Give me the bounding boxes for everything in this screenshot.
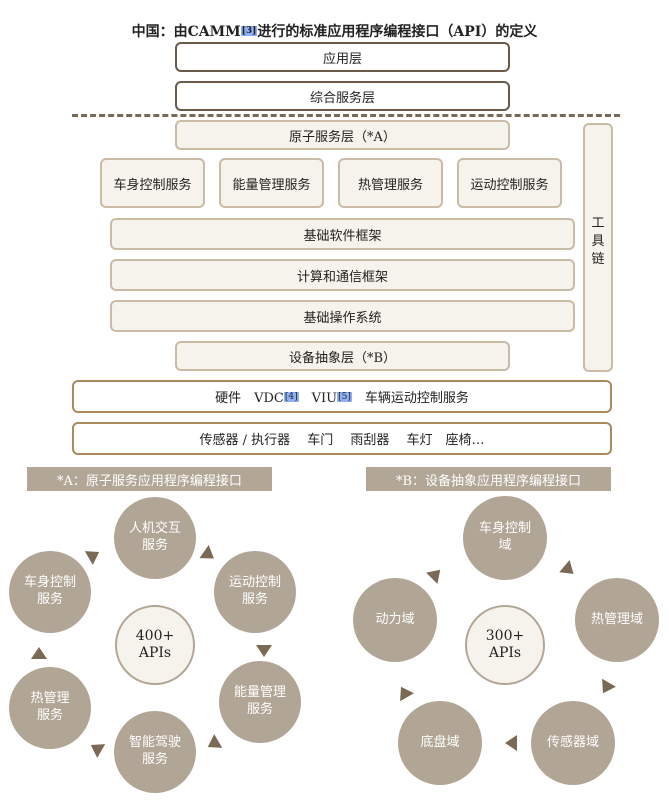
arrow-icon [199, 545, 219, 565]
service-energy: 能量管理服务 [219, 158, 324, 208]
label-hal-api: *B：设备抽象应用程序编程接口 [366, 467, 611, 491]
arrow-icon [559, 560, 579, 580]
hal-api-circle: 传感器域 [531, 701, 615, 785]
hardware-layer: 硬件 VDC[4] VIU[5] 车辆运动控制服务 [72, 380, 612, 413]
sw-framework: 基础软件框架 [110, 218, 575, 250]
atomic-api-circle: 智能驾驶 服务 [114, 711, 196, 793]
atomic-api-circle: 车身控制 服务 [9, 551, 91, 633]
comm-framework: 计算和通信框架 [110, 259, 575, 291]
title-text: 中国：由CAMM [131, 24, 241, 40]
arrow-icon [256, 645, 272, 657]
arrow-icon [86, 738, 106, 758]
title-text-2: 进行的标准应用程序编程接口（API）的定义 [257, 24, 538, 40]
atomic-api-circle: 运动控制 服务 [214, 551, 296, 633]
ref-4[interactable]: [4] [283, 391, 299, 402]
base-os: 基础操作系统 [110, 300, 575, 332]
arrow-icon [426, 564, 446, 584]
arrow-icon [596, 678, 616, 698]
hal-api-circle: 车身控制 域 [463, 496, 547, 580]
hw-text-3: 车辆运动控制服务 [351, 391, 469, 406]
service-thermal: 热管理服务 [338, 158, 443, 208]
hw-text: 硬件 VDC [215, 391, 284, 406]
arrow-icon [203, 734, 223, 754]
atomic-api-circle: 热管理 服务 [9, 667, 91, 749]
atomic-api-circle: 人机交互 服务 [114, 497, 196, 579]
hal-api-count: 300+ APIs [465, 605, 545, 685]
hal-api-circle: 动力域 [353, 578, 437, 662]
divider [72, 114, 620, 117]
arrow-icon [31, 647, 47, 659]
hw-text-2: VIU [298, 391, 338, 406]
hal-api-circle: 底盘域 [398, 701, 482, 785]
device-layer: 传感器 / 执行器 车门 雨刮器 车灯 座椅… [72, 422, 612, 455]
atomic-service-layer: 原子服务层（*A） [175, 120, 510, 150]
service-motion: 运动控制服务 [457, 158, 562, 208]
ref-3[interactable]: [3] [240, 26, 258, 36]
diagram-title: 中国：由CAMM[3]进行的标准应用程序编程接口（API）的定义 [0, 20, 669, 42]
arrow-icon [505, 735, 517, 751]
atomic-api-circle: 能量管理 服务 [219, 661, 301, 743]
toolchain: 工 具 链 [583, 123, 613, 372]
integrated-service-layer: 综合服务层 [175, 81, 510, 111]
hal-api-circle: 热管理域 [575, 578, 659, 662]
arrow-icon [394, 682, 414, 702]
arrow-icon [84, 545, 104, 565]
ref-5[interactable]: [5] [337, 391, 352, 402]
service-body: 车身控制服务 [100, 158, 205, 208]
app-layer: 应用层 [175, 42, 510, 72]
atomic-api-count: 400+ APIs [115, 605, 195, 685]
hal-layer: 设备抽象层（*B） [175, 341, 510, 371]
label-atomic-api: *A：原子服务应用程序编程接口 [27, 467, 272, 491]
